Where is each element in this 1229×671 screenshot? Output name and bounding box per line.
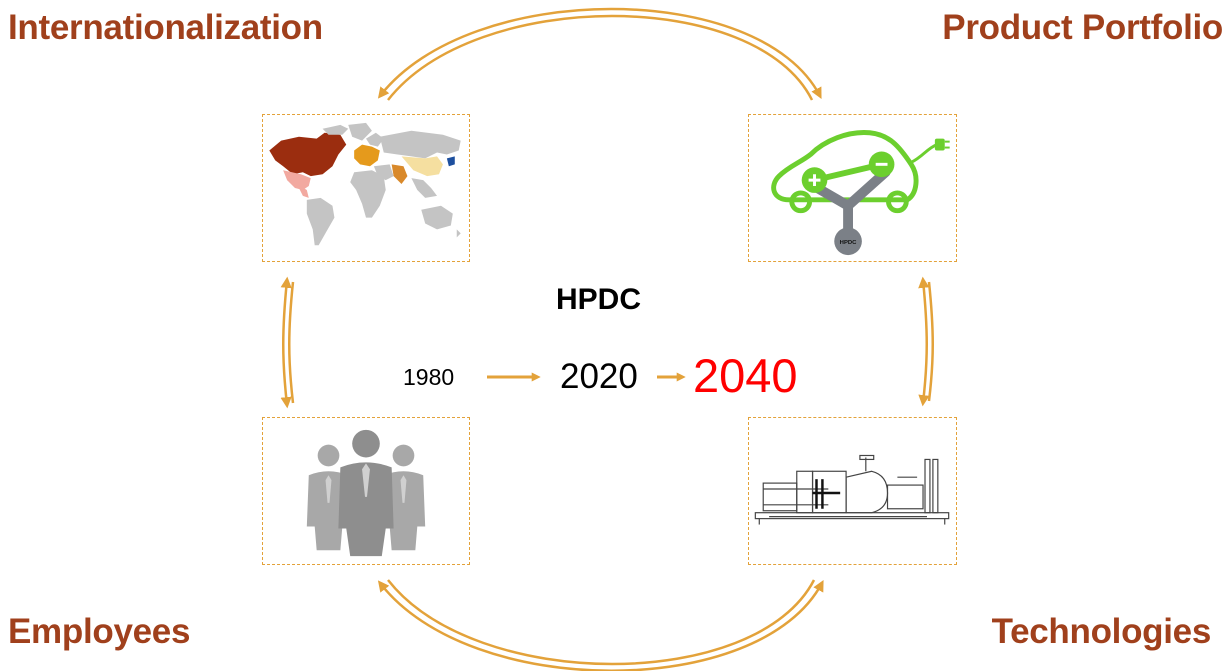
hpdc-icon-text: HPDC <box>840 240 857 246</box>
bottom-arc-arrow <box>377 579 824 671</box>
product-portfolio-box: HPDC <box>748 114 957 262</box>
employees-group-icon <box>306 429 426 557</box>
die-casting-machine-icon <box>754 454 950 525</box>
center-title: HPDC <box>556 283 642 316</box>
internationalization-box <box>262 114 470 262</box>
employees-label: Employees <box>8 612 191 651</box>
world-map-icon <box>269 122 461 246</box>
electric-car-icon: HPDC <box>771 130 950 256</box>
product-portfolio-label: Product Portfolio <box>942 8 1223 47</box>
employees-box <box>262 417 470 565</box>
year-target: 2040 <box>693 349 798 402</box>
technologies-box <box>748 417 957 565</box>
year-start: 1980 <box>403 364 455 390</box>
internationalization-label: Internationalization <box>8 8 323 47</box>
top-arc-arrow <box>377 7 822 101</box>
right-vertical-arrow <box>918 276 934 407</box>
left-vertical-arrow <box>280 276 295 409</box>
technologies-label: Technologies <box>991 612 1212 651</box>
year-current: 2020 <box>560 357 638 396</box>
